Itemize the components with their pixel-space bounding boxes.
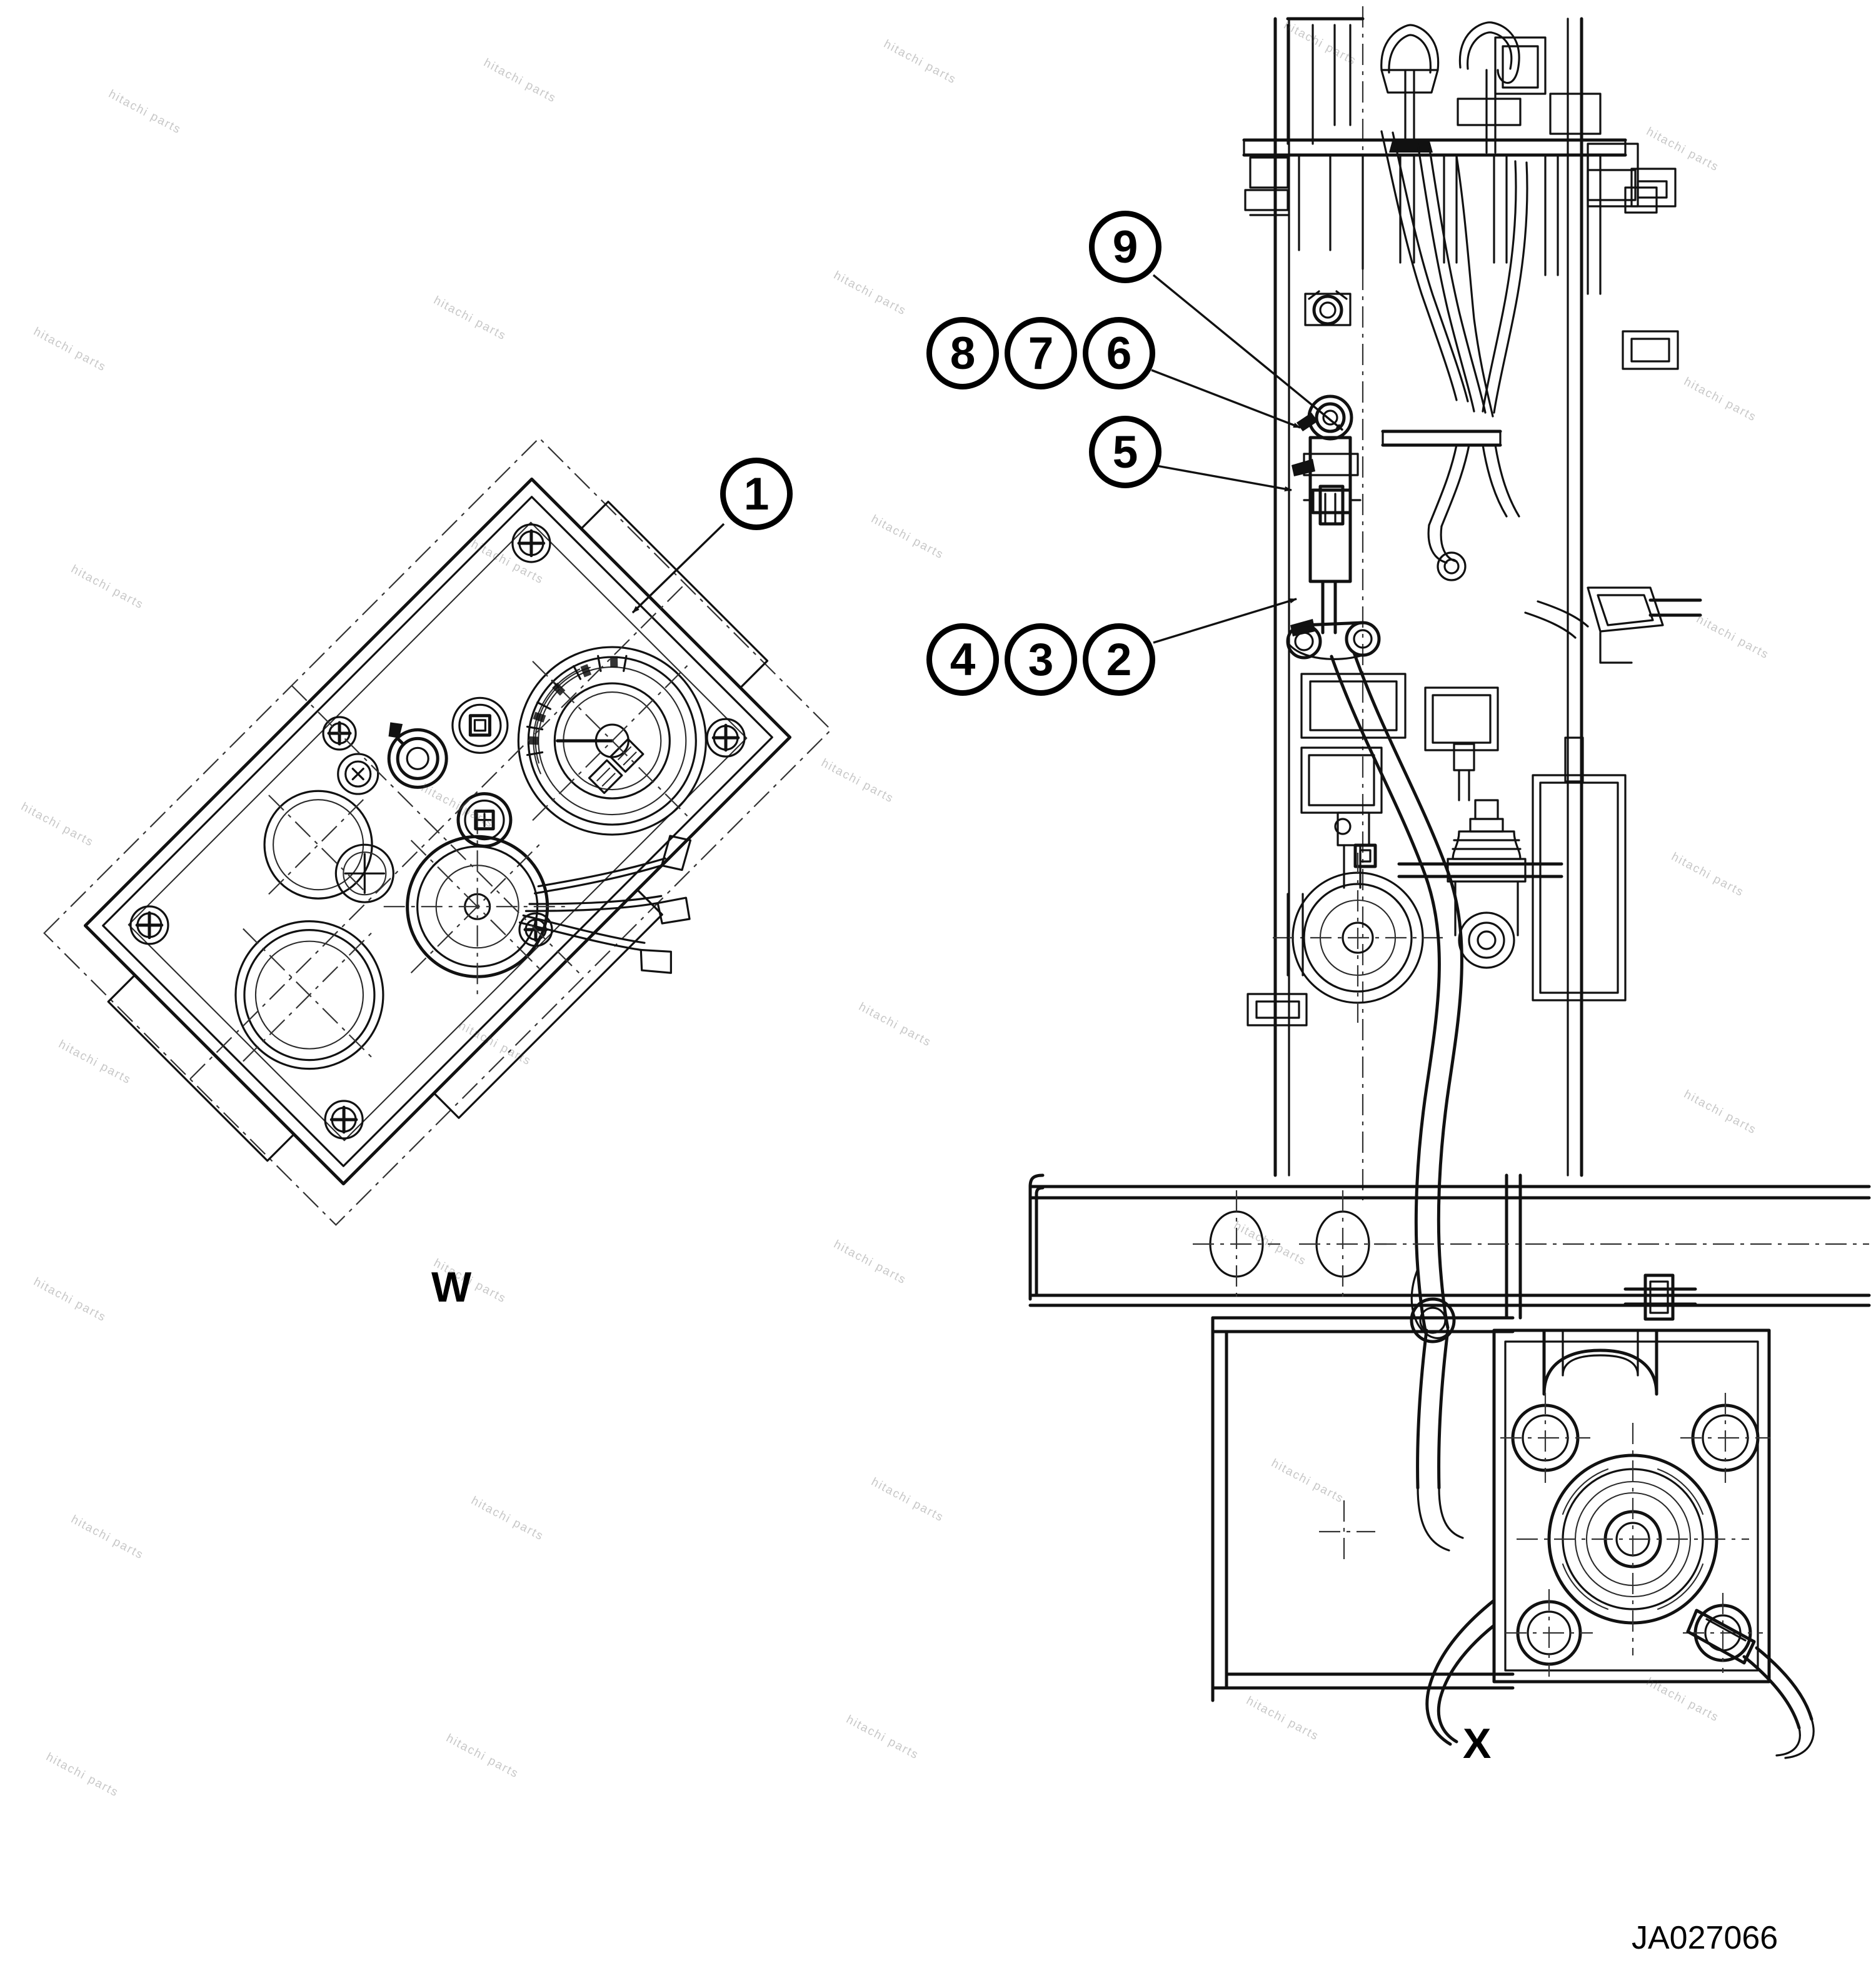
callout-2[interactable]: 2 bbox=[1083, 623, 1155, 696]
callout-5[interactable]: 5 bbox=[1089, 416, 1161, 488]
ignition-switch bbox=[387, 722, 448, 789]
callout-3[interactable]: 3 bbox=[1005, 623, 1077, 696]
callout-leaders bbox=[631, 274, 1344, 644]
callout-4[interactable]: 4 bbox=[926, 623, 999, 696]
view-w-group bbox=[43, 437, 832, 1226]
bellows-valve bbox=[1397, 799, 1563, 969]
throttle-dial bbox=[517, 646, 707, 836]
pump-outlet bbox=[1686, 1609, 1815, 1759]
view-label-x: X bbox=[1463, 1720, 1492, 1767]
control-valve-bank bbox=[1242, 17, 1658, 326]
drive-hub bbox=[1273, 853, 1443, 1023]
main-hose bbox=[1330, 651, 1463, 1343]
suction-hose bbox=[1425, 1599, 1496, 1746]
mid-frame-components bbox=[1246, 673, 1627, 1027]
wire-harness-x bbox=[1380, 130, 1528, 581]
pump-body bbox=[1517, 1423, 1749, 1655]
solenoid-switch-assembly bbox=[1286, 394, 1381, 660]
view-x-group bbox=[631, 6, 1871, 1759]
side-mount-bracket bbox=[1494, 36, 1702, 664]
structural-frame bbox=[1028, 1173, 1871, 1702]
rocker-switch-a bbox=[451, 696, 509, 754]
control-lever-1 bbox=[1380, 24, 1440, 153]
lower-hose-run bbox=[1416, 1328, 1464, 1552]
hose-clamp bbox=[1623, 1273, 1697, 1321]
pump-assembly bbox=[1425, 1273, 1815, 1759]
callout-8[interactable]: 8 bbox=[926, 317, 999, 389]
callout-6[interactable]: 6 bbox=[1083, 317, 1155, 389]
view-label-w: W bbox=[431, 1263, 473, 1311]
callout-7[interactable]: 7 bbox=[1005, 317, 1077, 389]
rocker-switch-b bbox=[456, 792, 513, 848]
callout-9[interactable]: 9 bbox=[1089, 211, 1161, 283]
callout-1[interactable]: 1 bbox=[720, 458, 793, 530]
drawing-number: JA027066 bbox=[1632, 1920, 1778, 1956]
